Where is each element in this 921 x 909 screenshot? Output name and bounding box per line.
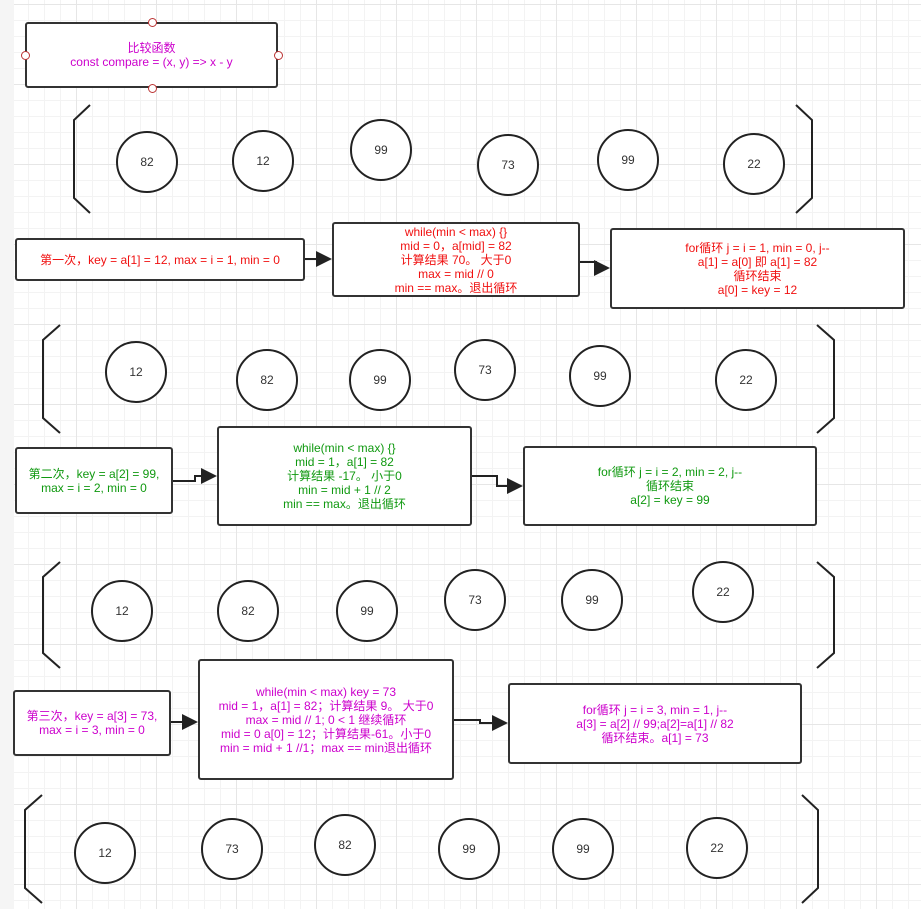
array-element-circle[interactable]: 22 xyxy=(723,133,785,195)
step1-for-box[interactable]: for循环 j = i = 1, min = 0, j--a[1] = a[0]… xyxy=(610,228,905,309)
resize-handle[interactable] xyxy=(148,18,157,27)
array-element-circle[interactable]: 82 xyxy=(314,814,376,876)
compare-title: 比较函数 xyxy=(127,41,176,55)
array-element-circle[interactable]: 82 xyxy=(116,131,178,193)
resize-handle[interactable] xyxy=(21,51,30,60)
array-element-circle[interactable]: 99 xyxy=(561,569,623,631)
resize-handle[interactable] xyxy=(274,51,283,60)
step3-for-box[interactable]: for循环 j = i = 3, min = 1, j--a[3] = a[2]… xyxy=(508,683,802,764)
array-element-circle[interactable]: 73 xyxy=(444,569,506,631)
box-text-line: min == max。退出循环 xyxy=(283,497,406,511)
array-element-circle[interactable]: 12 xyxy=(91,580,153,642)
array-element-circle[interactable]: 12 xyxy=(232,130,294,192)
array-element-circle[interactable]: 73 xyxy=(454,339,516,401)
bracket-right xyxy=(795,104,813,214)
box-text-line: max = i = 2, min = 0 xyxy=(41,480,147,495)
box-text-line: mid = 0 a[0] = 12；计算结果-61。小于0 xyxy=(220,726,432,741)
box-text-line: 第二次，key = a[2] = 99, xyxy=(28,466,160,481)
step1-start-box[interactable]: 第一次，key = a[1] = 12, max = i = 1, min = … xyxy=(15,238,305,281)
box-text-line: while(min < max) {} xyxy=(404,224,508,239)
arrow xyxy=(472,475,523,494)
arrow xyxy=(173,468,217,484)
box-text-line: a[3] = a[2] // 99;a[2]=a[1] // 82 xyxy=(576,716,734,731)
bracket-right xyxy=(801,794,819,904)
array-element-circle[interactable]: 22 xyxy=(692,561,754,623)
step2-start-box[interactable]: 第二次，key = a[2] = 99,max = i = 2, min = 0 xyxy=(15,447,173,514)
box-text-line: mid = 1，a[1] = 82 xyxy=(295,455,394,469)
array-element-circle[interactable]: 99 xyxy=(597,129,659,191)
box-text-line: min = mid + 1 // 2 xyxy=(298,483,391,497)
array-element-circle[interactable]: 73 xyxy=(201,818,263,880)
box-text-line: 计算结果 70。 大于0 xyxy=(400,252,512,267)
array-element-circle[interactable]: 99 xyxy=(350,119,412,181)
step3-start-box[interactable]: 第三次，key = a[3] = 73,max = i = 3, min = 0 xyxy=(13,690,171,756)
box-text-line: 循环结束 xyxy=(733,268,782,283)
box-text-line: while(min < max) key = 73 xyxy=(255,684,397,699)
array-element-circle[interactable]: 73 xyxy=(477,134,539,196)
canvas-left-margin xyxy=(0,0,14,909)
box-text-line: 第三次，key = a[3] = 73, xyxy=(26,709,158,723)
bracket-left xyxy=(42,324,61,434)
array-element-circle[interactable]: 99 xyxy=(349,349,411,411)
box-text-line: max = mid // 0 xyxy=(418,266,494,281)
box-text-line: min = mid + 1 //1；max == min退出循环 xyxy=(219,740,433,755)
bracket-right xyxy=(816,561,835,669)
box-text-line: 循环结束。a[1] = 73 xyxy=(601,730,709,745)
bracket-left xyxy=(73,104,91,214)
array-element-circle[interactable]: 82 xyxy=(217,580,279,642)
bracket-left xyxy=(42,561,61,669)
array-element-circle[interactable]: 99 xyxy=(552,818,614,880)
box-text-line: for循环 j = i = 1, min = 0, j-- xyxy=(685,240,830,255)
array-element-circle[interactable]: 82 xyxy=(236,349,298,411)
array-element-circle[interactable]: 99 xyxy=(336,580,398,642)
box-text-line: max = i = 3, min = 0 xyxy=(39,723,145,737)
arrow xyxy=(580,260,610,276)
box-text-line: while(min < max) {} xyxy=(293,441,396,455)
bracket-right xyxy=(816,324,835,434)
box-text-line: 第一次，key = a[1] = 12, max = i = 1, min = … xyxy=(40,252,280,267)
array-element-circle[interactable]: 22 xyxy=(715,349,777,411)
compare-function-box[interactable]: 比较函数 const compare = (x, y) => x - y xyxy=(25,22,278,88)
box-text-line: 循环结束 xyxy=(645,479,694,493)
box-text-line: for循环 j = i = 3, min = 1, j-- xyxy=(582,702,728,717)
box-text-line: max = mid // 1; 0 < 1 继续循环 xyxy=(245,712,407,727)
box-text-line: mid = 0，a[mid] = 82 xyxy=(400,238,512,253)
box-text-line: min == max。退出循环 xyxy=(394,280,518,295)
compare-code: const compare = (x, y) => x - y xyxy=(70,55,233,69)
box-text-line: 计算结果 -17。 小于0 xyxy=(287,469,402,483)
array-element-circle[interactable]: 99 xyxy=(438,818,500,880)
box-text-line: mid = 1，a[1] = 82；计算结果 9。 大于0 xyxy=(218,698,434,713)
array-element-circle[interactable]: 22 xyxy=(686,817,748,879)
array-element-circle[interactable]: 99 xyxy=(569,345,631,407)
array-element-circle[interactable]: 12 xyxy=(74,822,136,884)
bracket-left xyxy=(24,794,43,904)
box-text-line: a[1] = a[0] 即 a[1] = 82 xyxy=(697,254,818,269)
box-text-line: a[0] = key = 12 xyxy=(717,282,798,297)
resize-handle[interactable] xyxy=(148,84,157,93)
arrow xyxy=(454,715,508,731)
box-text-line: a[2] = key = 99 xyxy=(630,493,710,507)
array-element-circle[interactable]: 12 xyxy=(105,341,167,403)
box-text-line: for循环 j = i = 2, min = 2, j-- xyxy=(597,465,743,479)
